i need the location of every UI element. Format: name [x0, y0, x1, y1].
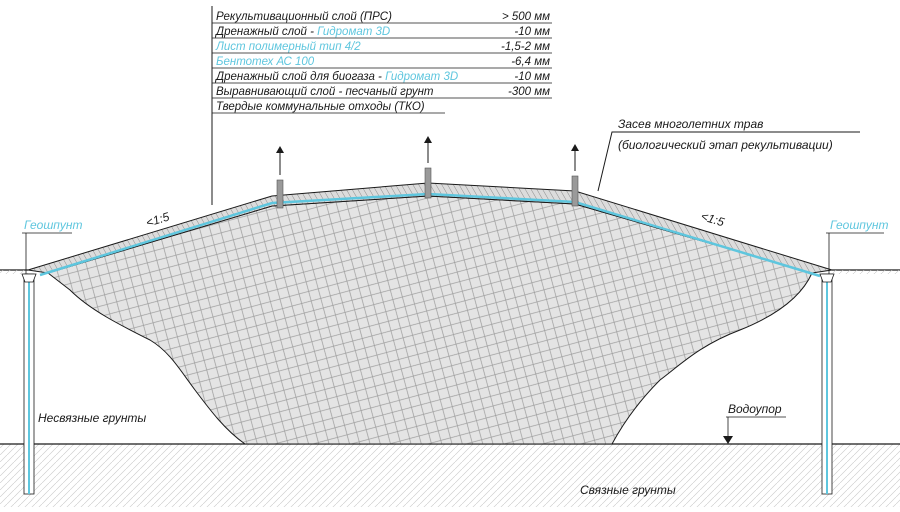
layer-label: Бентотех АС 100: [216, 56, 315, 68]
loose-soil-label: Несвязные грунты: [38, 411, 146, 425]
layer-thickness: -1,5-2 мм: [501, 41, 550, 53]
geoshpunt-label-left: Геошпунт: [24, 218, 83, 232]
grass-label-line2: (биологический этап рекультивации): [618, 138, 833, 152]
layer-thickness: -10 мм: [514, 71, 550, 83]
layer-legend: Рекультивационный слой (ПРС) > 500 мм Дрен…: [211, 6, 552, 205]
gas-vent-pipe: [571, 144, 579, 207]
grass-leader-line: [597, 131, 860, 192]
layer-name: Дренажный слой -: [214, 26, 317, 38]
layer-material: Гидромат 3D: [385, 71, 458, 83]
layer-material: Гидромат 3D: [317, 26, 390, 38]
cohesive-soil-zone: [0, 444, 900, 507]
layer-name: Дренажный слой для биогаза -: [214, 71, 385, 83]
geoshpunt-wall-left: [21, 273, 37, 495]
layer-thickness: -10 мм: [514, 26, 550, 38]
layer-name: Выравнивающий слой - песчаный грунт: [216, 86, 434, 98]
waste-body: [46, 195, 813, 445]
layer-label: Выравнивающий слой - песчаный грунт: [216, 86, 434, 98]
geoshpunt-label-right: Геошпунт: [830, 218, 889, 232]
layer-name: Рекультивационный слой (ПРС): [216, 11, 392, 23]
gas-vent-pipe: [424, 136, 432, 199]
layer-name: Твердые коммунальные отходы (ТКО): [216, 101, 425, 113]
geoshpunt-wall-right: [819, 273, 835, 495]
layer-name: Бентотех АС 100: [216, 56, 315, 68]
layer-thickness: -6,4 мм: [511, 56, 550, 68]
layer-name: Лист полимерный тип 4/2: [215, 41, 361, 53]
gas-vent-pipe: [276, 146, 284, 209]
layer-label: Лист полимерный тип 4/2: [215, 41, 361, 53]
layer-label: Твердые коммунальные отходы (ТКО): [216, 101, 425, 113]
layer-thickness: > 500 мм: [502, 11, 550, 23]
layer-label: Дренажный слой - Гидромат 3D: [214, 26, 390, 38]
layer-thickness: -300 мм: [508, 86, 550, 98]
layer-label: Дренажный слой для биогаза - Гидромат 3D: [214, 71, 458, 83]
slope-label-left: <1:5: [144, 209, 171, 229]
cohesive-soil-label: Связные грунты: [580, 483, 676, 497]
grass-label-line1: Засев многолетних трав: [618, 117, 763, 131]
slope-label-right: <1:5: [699, 209, 726, 229]
aquiclude-label: Водоупор: [728, 402, 782, 416]
layer-label: Рекультивационный слой (ПРС): [216, 11, 392, 23]
